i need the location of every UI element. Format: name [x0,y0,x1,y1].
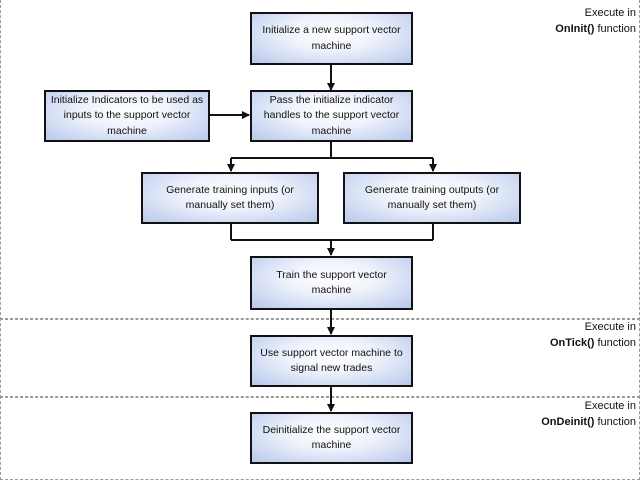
train-box: Train the support vector machine [250,256,413,310]
ondeinit-func: OnDeinit() [541,415,595,428]
init-svm-text: Initialize a new support vector machine [262,24,401,52]
oninit-prefix: Execute in [584,7,636,19]
pass-handles-box: Pass the initialize indicator handles to… [250,90,413,142]
use-svm-box: Use support vector machine to signal new… [250,335,413,387]
ondeinit-prefix: Execute in [584,400,636,412]
ontick-func: OnTick() [549,336,595,349]
deinit-box: Deinitialize the support vector machine [250,412,413,464]
oninit-label: Execute in OnInit() function [555,6,636,38]
deinit-text: Deinitialize the support vector machine [262,423,401,451]
ondeinit-label: Execute in OnDeinit() function [541,399,636,431]
ontick-suffix: function [597,336,636,349]
init-svm-box: Initialize a new support vector machine [250,12,413,65]
init-indicators-box: Initialize Indicators to be used as inpu… [44,90,210,142]
ondeinit-suffix: function [597,415,636,428]
pass-handles-text: Pass the initialize indicator handles to… [263,94,400,137]
init-indicators-text: Initialize Indicators to be used as inpu… [50,94,204,137]
gen-outputs-text: Generate training outputs (or manually s… [364,183,500,211]
gen-outputs-box: Generate training outputs (or manually s… [343,172,521,224]
gen-inputs-box: Generate training inputs (or manually se… [141,172,319,224]
use-svm-text: Use support vector machine to signal new… [260,346,403,374]
oninit-suffix: function [597,22,636,35]
train-text: Train the support vector machine [276,268,387,296]
oninit-func: OnInit() [555,22,595,35]
gen-inputs-text: Generate training inputs (or manually se… [166,183,294,211]
ontick-prefix: Execute in [584,321,636,333]
ontick-label: Execute in OnTick() function [550,320,636,352]
